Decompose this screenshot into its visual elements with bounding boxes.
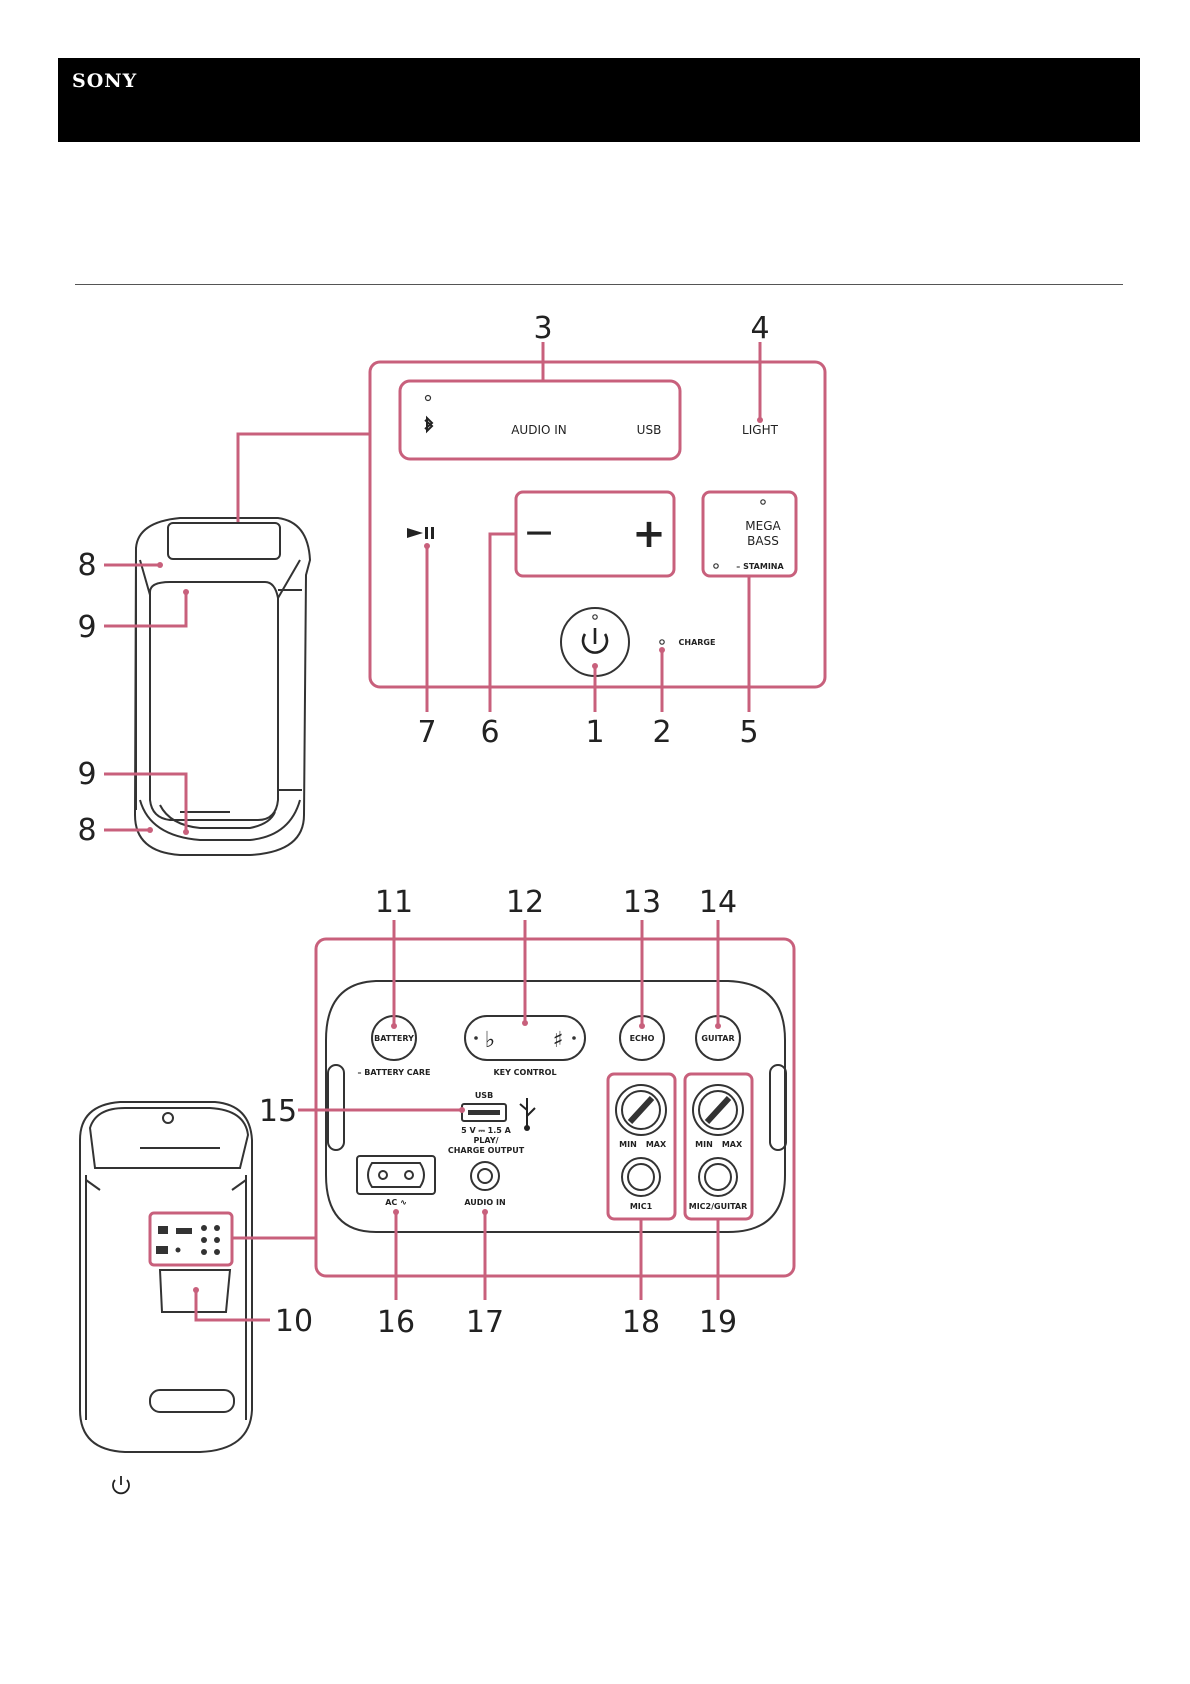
callout-11: 11 [375,885,413,920]
speaker-rear-view [80,1102,252,1452]
mic2-min-label: MIN [695,1140,713,1149]
callout-3: 3 [533,311,552,346]
play-charge-label-2: CHARGE OUTPUT [448,1146,525,1155]
volume-minus-label: − [523,510,555,554]
callout-7: 7 [417,715,436,750]
echo-label: ECHO [630,1034,655,1043]
usb-icon [520,1098,535,1131]
callout-16: 16 [377,1305,415,1340]
battery-label: BATTERY [374,1034,414,1043]
mic1-label: MIC1 [630,1202,653,1211]
callout-2: 2 [652,715,671,750]
usb-rating-label: 5 V ⎓ 1.5 A [461,1126,511,1135]
top-control-panel: AUDIO IN USB LIGHT − + MEGA BASS – STAMI… [370,362,825,687]
callout-9-top: 9 [77,610,96,645]
callout-18: 18 [622,1305,660,1340]
play-charge-label-1: PLAY/ [473,1136,498,1145]
ac-label: AC ∿ [385,1198,407,1207]
sharp-symbol: ♯ [553,1028,564,1053]
callout-4: 4 [750,311,769,346]
bluetooth-icon [425,418,432,431]
callout-15: 15 [259,1094,297,1129]
usb-port-label: USB [475,1091,493,1100]
callout-8-top: 8 [77,548,96,583]
audio-in-rear-label: AUDIO IN [464,1198,505,1207]
guitar-label: GUITAR [701,1034,734,1043]
flat-symbol: ♭ [485,1028,495,1053]
callout-17: 17 [466,1305,504,1340]
mic1-min-label: MIN [619,1140,637,1149]
mega-label: MEGA [745,519,781,533]
stamina-label: – STAMINA [736,562,784,571]
rear-control-panel: BATTERY – BATTERY CARE ♭ ♯ KEY CONTROL E… [316,939,794,1276]
battery-care-label: – BATTERY CARE [357,1068,430,1077]
light-label: LIGHT [742,423,779,437]
callout-10: 10 [275,1304,313,1339]
callout-19: 19 [699,1305,737,1340]
callout-12: 12 [506,885,544,920]
power-icon [108,1472,134,1498]
rear-panel-thumb [150,1213,232,1265]
callout-6: 6 [480,715,499,750]
audio-in-label: AUDIO IN [511,423,567,437]
top-leaders [104,342,763,835]
mic2-max-label: MAX [722,1140,743,1149]
mic2-guitar-label: MIC2/GUITAR [689,1202,748,1211]
callout-13: 13 [623,885,661,920]
usb-label: USB [637,423,662,437]
callout-9-bottom: 9 [77,757,96,792]
mic1-max-label: MAX [646,1140,667,1149]
play-pause-icon [407,527,434,539]
callout-1: 1 [585,715,604,750]
volume-plus-label: + [632,511,666,557]
callout-5: 5 [739,715,758,750]
key-control-label: KEY CONTROL [493,1068,556,1077]
bass-label: BASS [747,534,779,548]
callout-8-bottom: 8 [77,813,96,848]
charge-label: CHARGE [679,638,716,647]
callout-14: 14 [699,885,737,920]
speaker-top-view [135,518,310,855]
